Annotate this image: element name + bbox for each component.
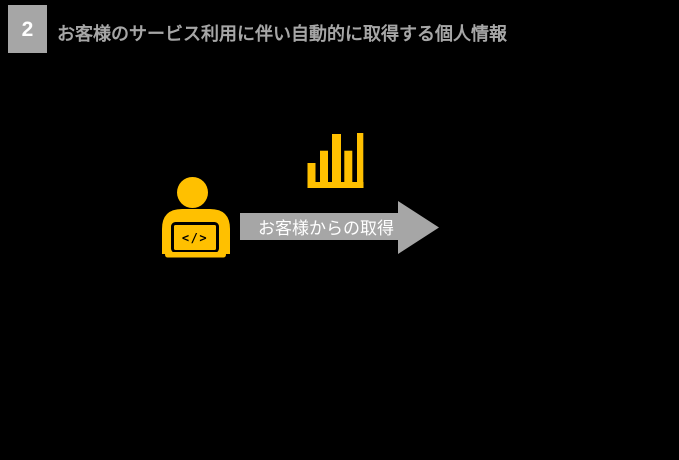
section-number-badge: 2 [8, 5, 47, 53]
arrow-shape [240, 201, 439, 254]
bar-4 [344, 150, 353, 182]
laptop-base [165, 252, 226, 258]
chart-axis-vertical [357, 133, 364, 188]
developer-at-laptop-icon: </> [162, 177, 230, 258]
person-head [177, 177, 208, 208]
bar-3 [332, 134, 341, 182]
section-number: 2 [21, 17, 34, 41]
bar-2 [320, 150, 328, 182]
section-title: お客様のサービス利用に伴い自動的に取得する個人情報 [57, 24, 507, 44]
laptop-screen [171, 222, 219, 253]
chart-axis-horizontal [307, 182, 364, 188]
acquisition-arrow-label: お客様からの取得 [258, 219, 394, 238]
right-arrow-icon [240, 201, 439, 254]
bar-1 [307, 163, 316, 182]
bar-chart-icon [307, 133, 364, 188]
laptop-code-label: </> [182, 231, 208, 245]
